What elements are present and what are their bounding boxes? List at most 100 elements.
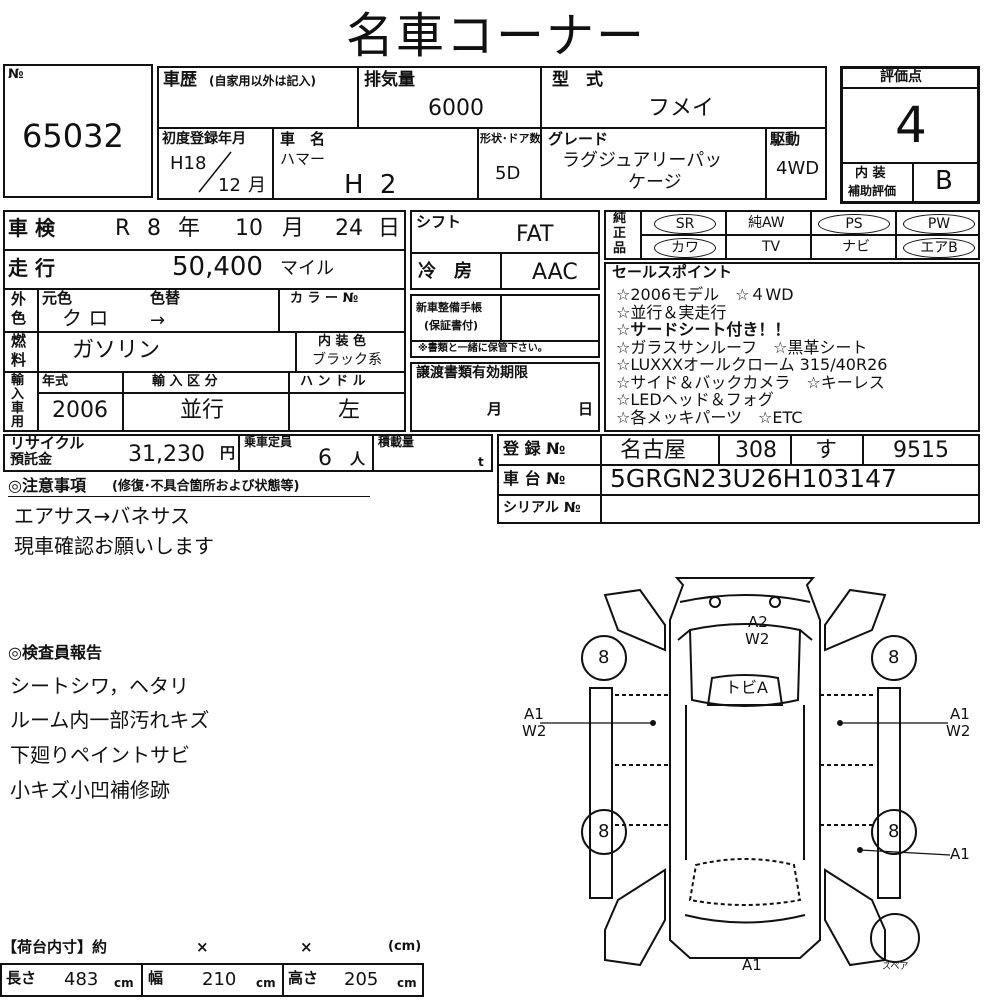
fuel-value: ガソリン: [72, 338, 161, 363]
chassis-value: 5GRGN23U26H103147: [610, 464, 897, 493]
cargo-length-unit: cm: [114, 976, 134, 990]
aircon-value: AAC: [532, 260, 578, 285]
import-cat-label: 輸 入 区 分: [152, 374, 218, 389]
import-year-label: 年式: [42, 374, 69, 389]
registration-kana: す: [815, 438, 838, 463]
cargo-width-value: 210: [202, 969, 237, 990]
equip-ps: PS: [818, 214, 890, 234]
vehicle-info-grid: [3, 210, 406, 432]
grade-value-1: ラグジュアリーパッ: [562, 150, 723, 171]
sales-points-label: セールスポイント: [612, 263, 733, 281]
right-rear-fender: [824, 868, 886, 967]
transfer-month-unit: 月: [487, 400, 503, 418]
first-reg-month: 12: [218, 175, 241, 196]
cargo-unit-label: (cm): [388, 939, 422, 954]
right-mark-2: W2: [946, 722, 971, 740]
first-reg-slash: [195, 150, 235, 194]
color-code-label: カ ラ ー №: [290, 291, 359, 306]
fuel-side-1: 燃: [11, 332, 27, 350]
interior-score-label-2: 補助評価: [848, 184, 897, 198]
capacity-unit: 人: [350, 450, 366, 468]
shift-aircon-grid: [410, 210, 600, 290]
import-side-1: 輸: [11, 373, 25, 388]
registration-area: 名古屋: [620, 438, 687, 463]
load-label: 積載量: [378, 435, 415, 449]
car-name-label: 車 名: [280, 130, 326, 148]
serial-label: シリアル №: [503, 500, 581, 516]
info-grid-top: [157, 66, 827, 200]
import-side-3: 車: [11, 401, 25, 416]
capacity-value: 6: [318, 446, 332, 471]
score-value: 4: [895, 96, 927, 154]
manual-label-2: (保証書付): [424, 319, 479, 332]
sales-point: ☆LUXXXオールクローム 315/40R26: [616, 355, 888, 374]
lot-number: 65032: [22, 117, 124, 155]
transfer-day-unit: 日: [578, 400, 594, 418]
equip-navi: ナビ: [842, 239, 870, 255]
tire-fl-score: 8: [598, 647, 610, 668]
capacity-label: 乗車定員: [244, 435, 293, 449]
front-mark-1: A2: [748, 613, 768, 631]
lot-label: №: [8, 67, 24, 82]
sales-point: ☆サイド＆バックカメラ ☆キーレス: [616, 372, 885, 392]
inspector-label: ◎検査員報告: [8, 643, 102, 662]
sales-point: ☆サードシート付き！！: [616, 320, 791, 339]
handle-value: 左: [338, 398, 361, 423]
front-mark-2: W2: [745, 630, 770, 648]
spare-label: スペア: [882, 962, 909, 972]
cargo-x1: ×: [196, 938, 209, 956]
recycle-label-1: リサイクル: [10, 434, 85, 452]
cargo-label: 【荷台内寸】約: [2, 938, 108, 956]
right-front-fender: [824, 588, 887, 652]
sales-point: ☆LEDヘッド＆フォグ: [616, 390, 774, 409]
registration-number: 9515: [893, 438, 949, 463]
equipment-side-1: 純: [613, 211, 627, 226]
cargo-length-label: 長さ: [6, 969, 37, 987]
drive-value: 4WD: [776, 158, 820, 179]
history-label: 車歴: [163, 70, 197, 90]
left-mark-2: W2: [522, 722, 547, 740]
interior-color-value: ブラック系: [312, 352, 382, 368]
inspection-day-unit: 日: [378, 216, 401, 241]
displacement-value: 6000: [428, 96, 484, 121]
recycle-label-2: 預託金: [10, 452, 52, 468]
color-change-label: 色替: [150, 289, 181, 307]
tire-front-right: [871, 635, 917, 681]
recycle-grid: [3, 434, 493, 472]
transfer-label: 譲渡書類有効期限: [416, 365, 528, 381]
score-label: 評価点: [880, 69, 922, 85]
lot-box: [3, 64, 153, 198]
fuel-side-2: 料: [11, 351, 27, 369]
color-side-2: 色: [11, 309, 27, 327]
body-label: 形状･ドア数: [480, 132, 541, 145]
body-value: 5D: [495, 163, 521, 184]
inspector-line: ルーム内一部汚れキズ: [10, 708, 210, 732]
cargo-width-unit: cm: [256, 976, 276, 990]
page-title: 名車コーナー: [346, 8, 647, 64]
mileage-label: 走 行: [8, 256, 55, 280]
registration-class: 308: [735, 438, 777, 463]
manual-box: [410, 294, 600, 358]
first-reg-month-unit: 月: [248, 175, 266, 196]
color-side-1: 外: [11, 290, 27, 308]
equip-leather: カワ: [654, 238, 716, 258]
recycle-unit: 円: [220, 444, 236, 462]
rear-mark: A1: [742, 956, 762, 974]
caution-label: ◎注意事項: [8, 476, 86, 495]
equip-pw: PW: [903, 214, 975, 234]
chassis-label: 車 台 №: [503, 469, 566, 488]
sales-point: ☆並行＆実走行: [616, 302, 727, 322]
left-mark-1: A1: [524, 705, 544, 723]
cargo-length-value: 483: [64, 969, 99, 990]
mileage-value: 50,400: [172, 252, 263, 282]
equip-tv: TV: [762, 239, 781, 255]
tire-fr-score: 8: [888, 647, 900, 668]
left-sill: [589, 687, 613, 899]
model-label: 型 式: [552, 70, 603, 90]
cargo-height-label: 高さ: [288, 969, 319, 987]
car-name-value: H 2: [344, 170, 401, 200]
inspection-month-unit: 月: [282, 216, 305, 241]
equipment-side-2: 正: [613, 226, 627, 241]
equip-airbag: エアB: [903, 238, 975, 258]
displacement-label: 排気量: [364, 70, 415, 90]
